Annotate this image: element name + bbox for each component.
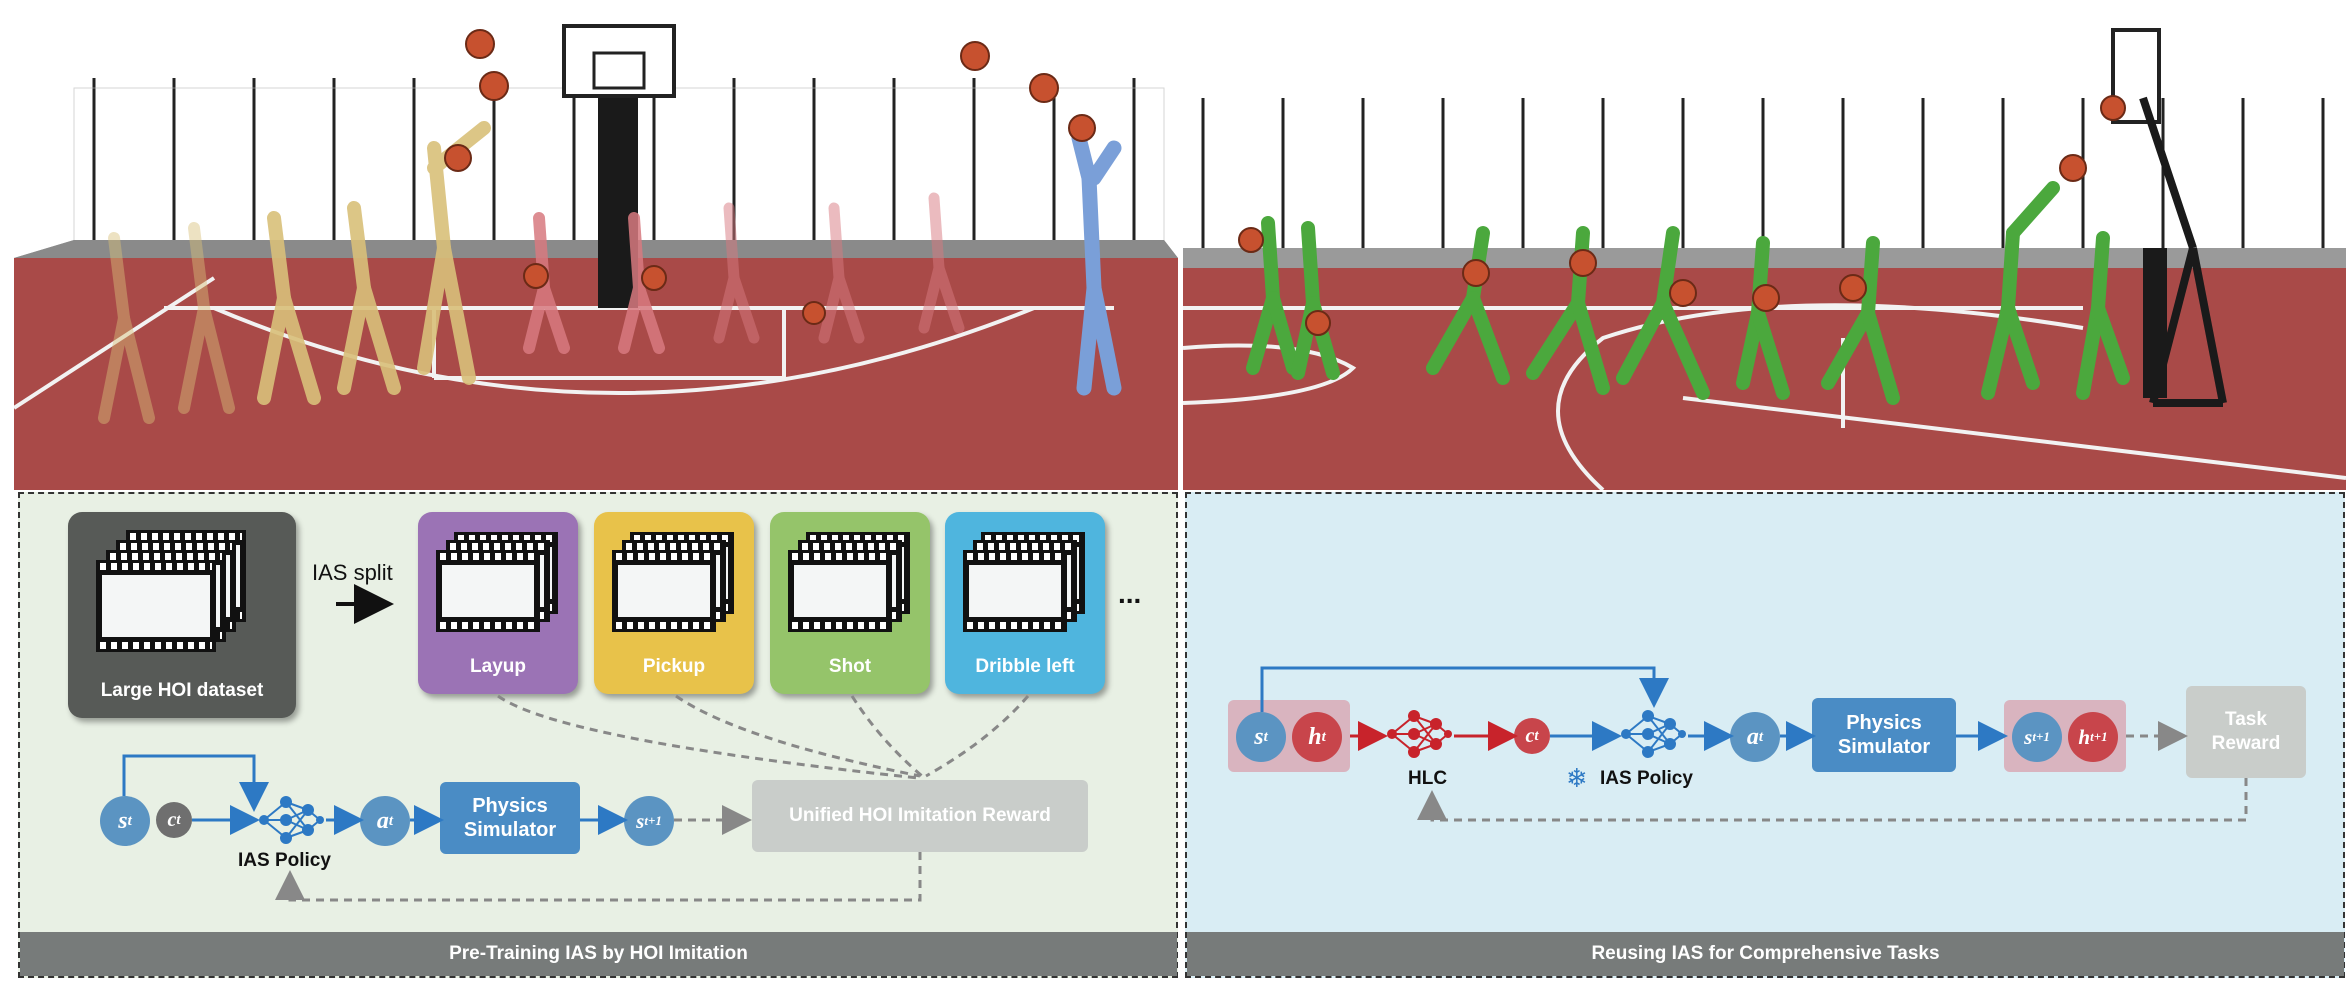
ias-split-label: IAS split (312, 560, 393, 585)
unified-hoi-imitation-reward-box: Unified HOI Imitation Reward (752, 780, 1088, 852)
clip-label-layup: Layup (470, 656, 526, 677)
film-clip-icon (963, 550, 1067, 632)
clip-label-dribble-left: Dribble left (975, 656, 1075, 677)
clip-tile-dribble-left: Dribble left (945, 512, 1105, 694)
left-court-scene (14, 8, 1178, 490)
neural-network-icon (256, 790, 326, 850)
more-clips-ellipsis: ... (1118, 578, 1142, 609)
reuse-footer: Reusing IAS for Comprehensive Tasks (1187, 932, 2344, 976)
film-clip-icon (612, 550, 716, 632)
large-hoi-dataset-label: Large HOI dataset (100, 680, 264, 701)
film-clip-icon (436, 550, 540, 632)
ias-policy-label: IAS Policy (1600, 768, 1693, 789)
film-clip-icon (788, 550, 892, 632)
physics-simulator-box: Physics Simulator (440, 782, 580, 854)
physics-simulator-box: Physics Simulator (1812, 698, 1956, 772)
ias-policy-network-icon (1618, 704, 1688, 764)
right-court-scene (1183, 8, 2346, 490)
clip-tile-pickup: Pickup (594, 512, 754, 694)
clip-label-pickup: Pickup (642, 656, 706, 677)
clip-tile-layup: Layup (418, 512, 578, 694)
clip-tile-shot: Shot (770, 512, 930, 694)
task-reward-box: Task Reward (2186, 686, 2306, 778)
hlc-label: HLC (1408, 768, 1448, 789)
snowflake-icon: ❄ (1566, 763, 1588, 793)
ias-policy-label: IAS Policy (238, 850, 331, 871)
clip-label-shot: Shot (828, 656, 872, 677)
hlc-network-icon (1384, 704, 1454, 764)
reuse-footer-label: Reusing IAS for Comprehensive Tasks (1591, 943, 1940, 964)
pretraining-footer: Pre-Training IAS by HOI Imitation (20, 932, 1177, 976)
pretraining-footer-label: Pre-Training IAS by HOI Imitation (449, 943, 748, 964)
large-hoi-dataset-tile: Large HOI dataset (68, 512, 296, 718)
